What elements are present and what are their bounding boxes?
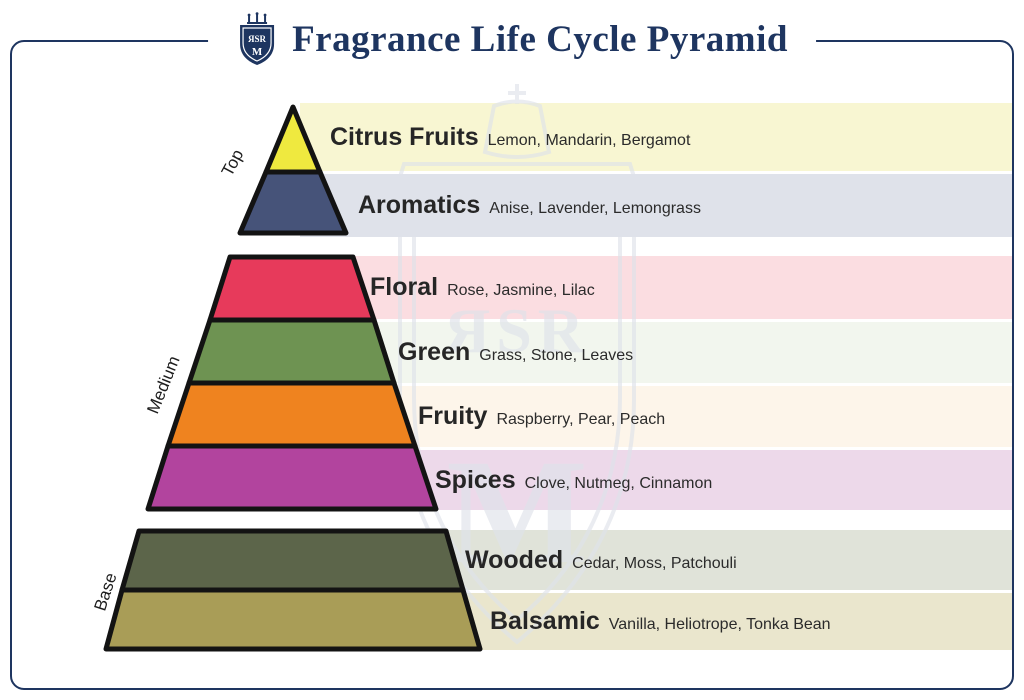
- layer-notes-fruity: Raspberry, Pear, Peach: [496, 411, 666, 428]
- band-fruity: Fruity Raspberry, Pear, Peach: [300, 386, 1012, 447]
- logo-initial: M: [252, 46, 263, 58]
- layer-label-aromatics: Aromatics: [358, 191, 481, 219]
- band-floral: Floral Rose, Jasmine, Lilac: [300, 256, 1012, 319]
- layer-notes-balsamic: Vanilla, Heliotrope, Tonka Bean: [608, 616, 831, 633]
- band-spices: Spices Clove, Nutmeg, Cinnamon: [300, 450, 1012, 510]
- layer-label-spices: Spices: [435, 465, 516, 494]
- rsr-crest-logo-icon: ЯSR M: [240, 12, 275, 65]
- layer-notes-aromatics: Anise, Lavender, Lemongrass: [489, 200, 701, 217]
- band-green: Green Grass, Stone, Leaves: [300, 322, 1012, 383]
- layer-label-fruity: Fruity: [418, 402, 488, 430]
- layer-notes-green: Grass, Stone, Leaves: [479, 347, 634, 364]
- layer-notes-floral: Rose, Jasmine, Lilac: [447, 282, 595, 299]
- layer-label-balsamic: Balsamic: [490, 607, 600, 635]
- layer-label-green: Green: [398, 338, 471, 366]
- band-aromatics: Aromatics Anise, Lavender, Lemongrass: [300, 174, 1012, 237]
- layer-notes-spices: Clove, Nutmeg, Cinnamon: [524, 474, 713, 492]
- layer-label-floral: Floral: [370, 273, 439, 301]
- layer-label-citrus-fruits: Citrus Fruits: [330, 122, 479, 151]
- layer-notes-citrus-fruits: Lemon, Mandarin, Bergamot: [487, 131, 691, 149]
- band-wooded: Wooded Cedar, Moss, Patchouli: [300, 530, 1012, 590]
- layer-label-wooded: Wooded: [465, 545, 564, 574]
- page-header: ЯSR M Fragrance Life Cycle Pyramid: [208, 10, 816, 68]
- logo-monogram: ЯSR: [248, 34, 267, 44]
- band-citrus-fruits: Citrus Fruits Lemon, Mandarin, Bergamot: [300, 103, 1012, 171]
- band-balsamic: Balsamic Vanilla, Heliotrope, Tonka Bean: [300, 593, 1012, 650]
- layer-notes-wooded: Cedar, Moss, Patchouli: [572, 554, 737, 572]
- page-title: Fragrance Life Cycle Pyramid: [292, 18, 788, 60]
